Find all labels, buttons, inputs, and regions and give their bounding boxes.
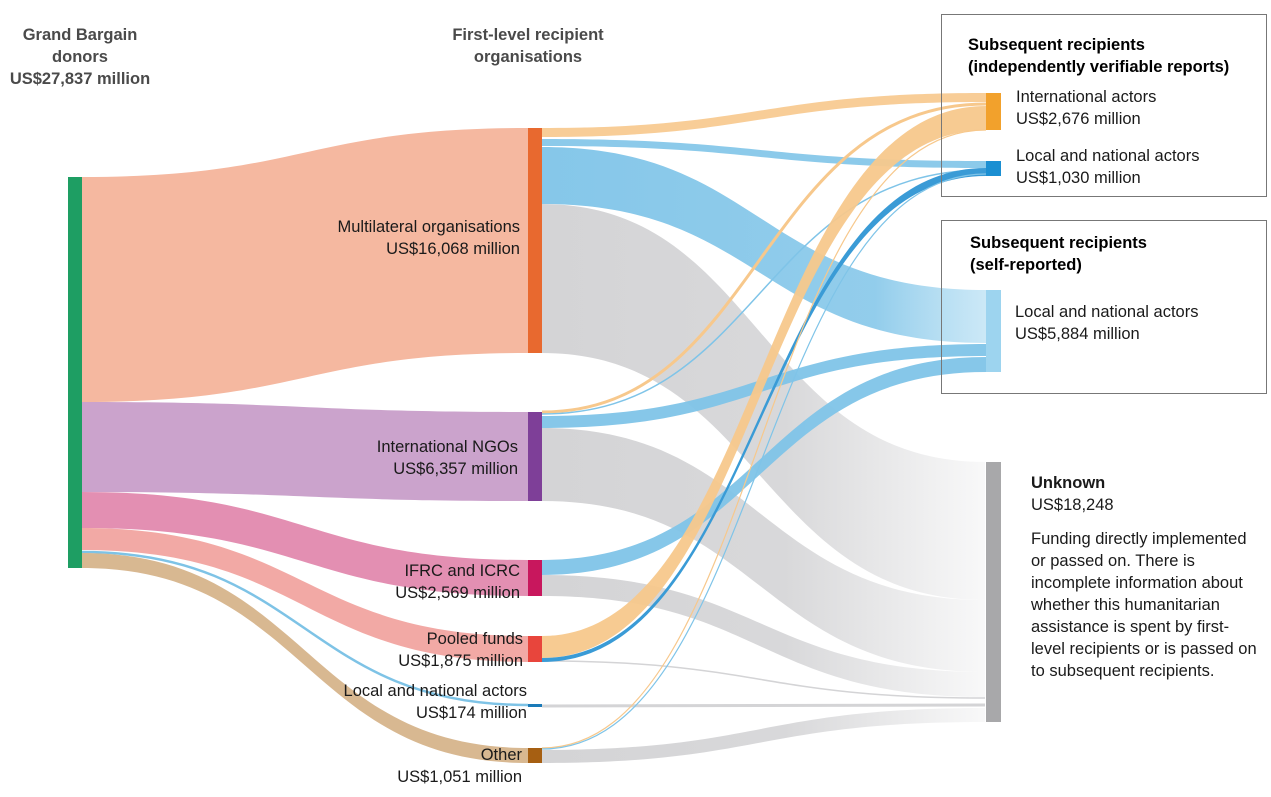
flow-donor-other <box>82 553 528 763</box>
flow-pooled-intl-actors <box>542 106 986 658</box>
flow-donor-ingo <box>82 402 528 501</box>
label-other-amount: US$1,051 million <box>397 768 522 786</box>
first-level-header-line1: First-level recipient <box>452 26 604 44</box>
flow-other-local-verif <box>541 173 987 750</box>
flow-multilateral-intl-actors <box>542 93 986 137</box>
label-local-first-name: Local and national actors <box>343 682 527 700</box>
subsequent-flows <box>541 93 987 750</box>
label-ingo: International NGOs US$6,357 million <box>260 436 518 480</box>
label-ifrc-name: IFRC and ICRC <box>404 562 520 580</box>
flow-donor-pooled <box>82 528 528 662</box>
donors-header-line2: donors <box>52 48 108 66</box>
box-self-reported <box>941 220 1267 394</box>
box-verifiable-title-line2: (independently verifiable reports) <box>968 58 1230 76</box>
label-local-self-name: Local and national actors <box>1015 303 1199 321</box>
label-local-self: Local and national actors US$5,884 milli… <box>1015 301 1198 345</box>
label-local-verif-name: Local and national actors <box>1016 147 1200 165</box>
flow-ingo-intl-actors <box>541 102 987 414</box>
flow-local-unknown <box>541 703 986 708</box>
flow-donor-local <box>81 550 529 707</box>
label-other: Other US$1,051 million <box>260 744 522 788</box>
label-ingo-amount: US$6,357 million <box>393 460 518 478</box>
box-verifiable <box>941 14 1267 197</box>
label-multilateral-name: Multilateral organisations <box>337 218 520 236</box>
label-ifrc-amount: US$2,569 million <box>395 584 520 602</box>
flow-donor-multilateral <box>82 128 528 402</box>
label-local-first-amount: US$174 million <box>416 704 527 722</box>
flow-donor-ifrc <box>82 492 528 596</box>
flow-ingo-local-verif <box>541 169 987 415</box>
label-other-name: Other <box>480 746 522 764</box>
label-pooled-amount: US$1,875 million <box>398 652 523 670</box>
label-local-verif: Local and national actors US$1,030 milli… <box>1016 145 1199 189</box>
label-unknown-amount: US$18,248 <box>1031 496 1114 514</box>
box-self-title-line2: (self-reported) <box>970 256 1082 274</box>
first-level-header-line2: organisations <box>473 48 583 66</box>
flow-other-intl-actors <box>541 129 987 749</box>
label-intl-actors-amount: US$2,676 million <box>1016 110 1141 128</box>
label-local-verif-amount: US$1,030 million <box>1016 169 1141 187</box>
label-ingo-name: International NGOs <box>376 438 518 456</box>
flow-ingo-unknown <box>542 428 985 672</box>
node-local-verif <box>986 161 1001 176</box>
node-donors <box>68 177 82 568</box>
node-intl-actors <box>986 93 1001 130</box>
label-ifrc: IFRC and ICRC US$2,569 million <box>260 560 520 604</box>
node-ingo <box>528 412 542 501</box>
box-self-title-line1: Subsequent recipients <box>970 234 1147 252</box>
label-intl-actors-name: International actors <box>1016 88 1157 106</box>
donors-header-total: US$27,837 million <box>9 70 151 88</box>
node-ifrc <box>528 560 542 596</box>
label-unknown: Unknown US$18,248 <box>1031 472 1114 516</box>
label-intl-actors: International actors US$2,676 million <box>1016 86 1156 130</box>
box-verifiable-title: Subsequent recipients (independently ver… <box>968 34 1229 78</box>
donors-header-line1: Grand Bargain <box>22 26 138 44</box>
node-unknown <box>986 462 1001 722</box>
label-local-self-amount: US$5,884 million <box>1015 325 1140 343</box>
unknown-description: Funding directly implemented or passed o… <box>1031 530 1257 680</box>
node-pooled <box>528 636 542 662</box>
node-other <box>528 748 542 763</box>
nodes <box>68 93 1001 763</box>
flow-multilateral-local-self <box>542 147 986 343</box>
flow-pooled-unknown <box>541 660 986 699</box>
flow-other-unknown <box>542 708 985 763</box>
node-local-first <box>528 704 542 707</box>
label-multilateral: Multilateral organisations US$16,068 mil… <box>260 216 520 260</box>
box-self-title: Subsequent recipients (self-reported) <box>970 232 1147 276</box>
label-multilateral-amount: US$16,068 million <box>386 240 520 258</box>
label-local-first: Local and national actors US$174 million <box>260 680 527 724</box>
flow-multilateral-unknown <box>542 204 985 600</box>
node-local-self <box>986 290 1001 372</box>
node-multilateral <box>528 128 542 353</box>
donors-header: Grand Bargain donors US$27,837 million <box>0 24 160 90</box>
first-level-header: First-level recipient organisations <box>428 24 628 68</box>
donor-flows <box>81 128 529 763</box>
label-pooled-name: Pooled funds <box>426 630 523 648</box>
label-pooled: Pooled funds US$1,875 million <box>260 628 523 672</box>
box-verifiable-title-line1: Subsequent recipients <box>968 36 1145 54</box>
flow-ifrc-local-self <box>542 357 986 575</box>
label-unknown-title: Unknown <box>1031 474 1106 492</box>
